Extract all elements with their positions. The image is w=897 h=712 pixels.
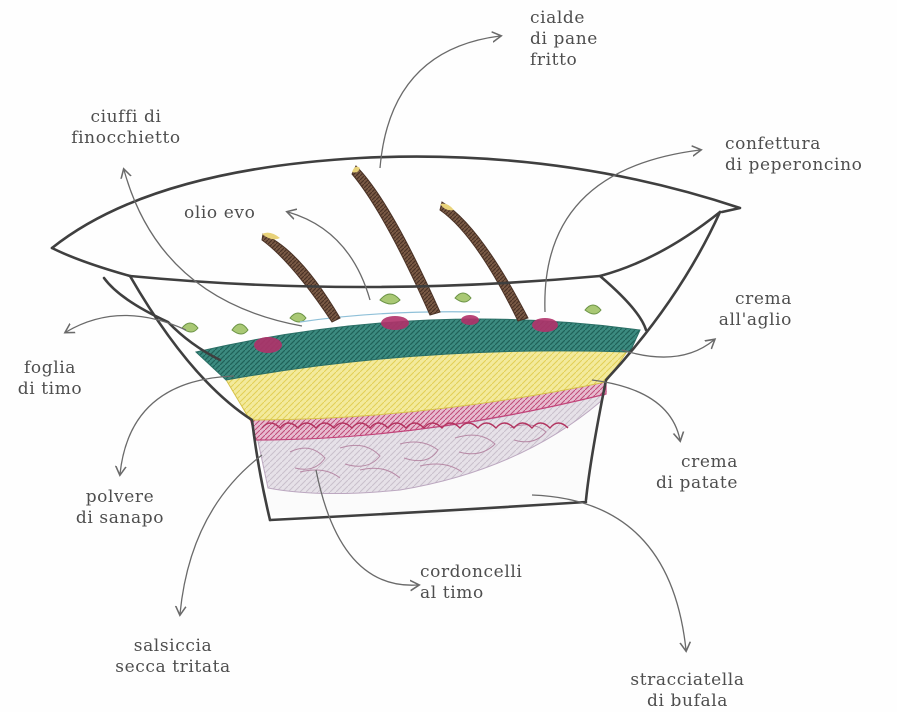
label-line: all'aglio (688, 310, 792, 331)
label-line: di sanapo (60, 508, 180, 529)
label-stracciatella-di-bufala: stracciatella di bufala (615, 670, 760, 712)
label-salsiccia-secca-tritata: salsiccia secca tritata (98, 636, 248, 678)
label-crema-all-aglio: crema all'aglio (688, 289, 792, 331)
label-line: cialde (530, 8, 598, 29)
label-line: stracciatella (615, 670, 760, 691)
label-line: di patate (628, 473, 738, 494)
label-line: di bufala (615, 691, 760, 712)
label-ciuffi-di-finocchietto: ciuffi di finocchietto (56, 107, 196, 149)
label-line: cordoncelli (420, 562, 522, 583)
label-line: polvere (60, 487, 180, 508)
label-line: di peperoncino (725, 155, 862, 176)
label-olio-evo: olio evo (184, 203, 255, 224)
label-confettura-di-peperoncino: confettura di peperoncino (725, 134, 862, 176)
label-line: di timo (0, 379, 100, 400)
label-line: ciuffi di (56, 107, 196, 128)
label-line: di pane (530, 29, 598, 50)
label-line: secca tritata (98, 657, 248, 678)
label-crema-di-patate: crema di patate (628, 452, 738, 494)
label-line: finocchietto (56, 128, 196, 149)
food-layers (182, 293, 640, 518)
label-line: crema (688, 289, 792, 310)
label-line: salsiccia (98, 636, 248, 657)
label-line: olio evo (184, 203, 255, 224)
label-line: foglia (0, 358, 100, 379)
label-line: confettura (725, 134, 862, 155)
label-line: crema (628, 452, 738, 473)
label-foglia-di-timo: foglia di timo (0, 358, 100, 400)
label-cialde: cialde di pane fritto (530, 8, 598, 71)
label-line: al timo (420, 583, 522, 604)
label-line: fritto (530, 50, 598, 71)
label-polvere-di-sanapo: polvere di sanapo (60, 487, 180, 529)
label-cordoncelli-al-timo: cordoncelli al timo (420, 562, 522, 604)
